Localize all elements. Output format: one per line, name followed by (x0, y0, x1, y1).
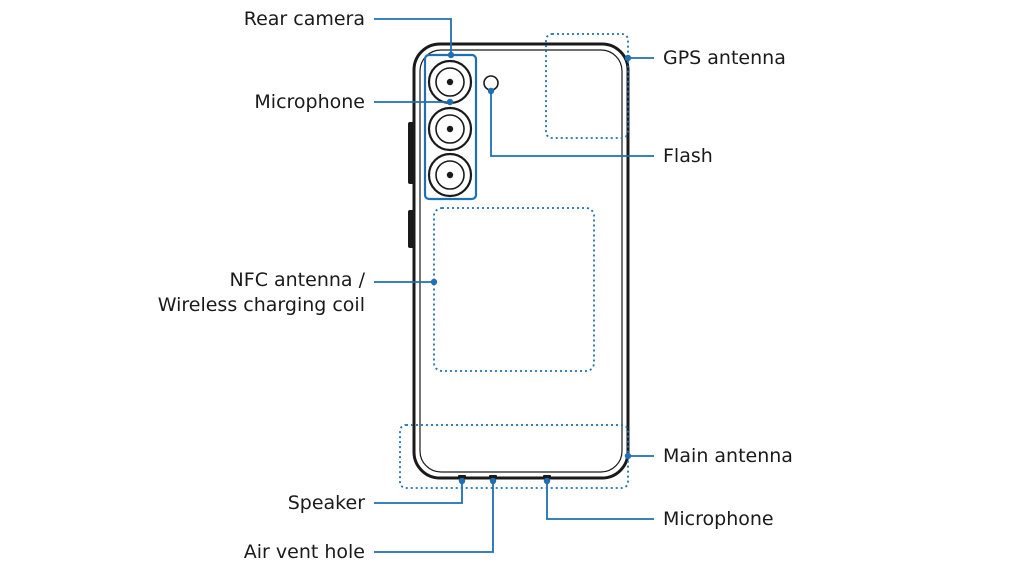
bottom-ports (458, 475, 551, 478)
label-air-vent: Air vent hole (243, 541, 365, 563)
flash-leader (490, 91, 654, 157)
rear-camera-leader (374, 18, 452, 55)
label-rear-camera: Rear camera (243, 8, 365, 30)
speaker-leader (374, 481, 463, 504)
label-nfc-line2: Wireless charging coil (157, 294, 365, 316)
label-nfc-line1: NFC antenna / (229, 269, 365, 291)
label-gps-antenna: GPS antenna (663, 47, 786, 69)
label-speaker: Speaker (287, 492, 365, 514)
gps-antenna-area (545, 33, 629, 139)
label-main-antenna: Main antenna (663, 445, 793, 467)
label-microphone-top: Microphone (254, 91, 365, 113)
air-vent-leader (374, 481, 494, 553)
phone-body-outline (412, 42, 630, 480)
callout-lines (374, 18, 654, 553)
microphone-bottom-leader (546, 481, 654, 520)
label-microphone-bottom: Microphone (663, 508, 774, 530)
callout-dots (430, 51, 632, 485)
nfc-antenna-area (433, 207, 595, 372)
phone-body-inner-edge (419, 49, 623, 473)
rear-camera-lenses (427, 59, 473, 198)
label-flash: Flash (663, 145, 713, 167)
